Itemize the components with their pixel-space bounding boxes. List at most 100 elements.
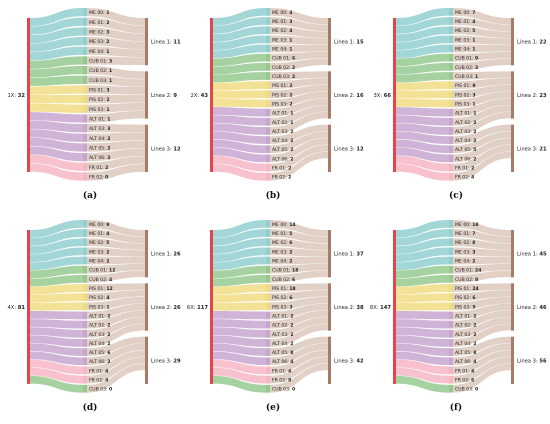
node-alt-05 <box>266 348 270 356</box>
node-me-04 <box>83 256 87 265</box>
node-alt-01-label: ALT 01: 1 <box>89 116 110 122</box>
flow-alt-04-to-line-3 <box>270 124 328 144</box>
node-me-01-label: ME 01: 5 <box>272 231 292 237</box>
flow-alt-05-to-line-3 <box>87 140 145 152</box>
node-pis-01-value: 18 <box>289 285 295 291</box>
line-bar-3 <box>145 336 148 384</box>
flow-pis-02-to-line-2 <box>270 290 328 302</box>
flow-alt-02-to-line-2 <box>453 105 511 126</box>
node-me-04-name: ME 04: <box>89 258 106 264</box>
flow-alt-02-to-line-2 <box>270 310 328 329</box>
node-alt-01-name: ALT 01: <box>455 110 473 116</box>
flow-cub-01-to-line-1 <box>270 51 328 62</box>
node-alt-02-label: ALT 02: 1 <box>272 119 293 125</box>
flow-me-03-to-line-1 <box>87 37 145 50</box>
node-me-04-value: 1 <box>106 48 109 54</box>
node-me-03-name: ME 03: <box>272 37 289 43</box>
node-alt-06 <box>266 357 270 366</box>
node-alt-01-name: ALT 01: <box>272 110 290 116</box>
flow-me-03-to-line-1 <box>87 247 145 257</box>
node-cub-01-name: CUB 01: <box>455 267 475 273</box>
flow-source-to-me-03 <box>213 247 266 263</box>
line-3-name: Linea 3: <box>334 358 356 364</box>
flow-me-02-to-line-1 <box>270 238 328 250</box>
node-me-03 <box>266 35 270 44</box>
node-pis-01-name: PIS 01: <box>455 83 472 89</box>
node-pis-01-label: PIS 01: 24 <box>455 285 479 291</box>
node-me-04 <box>449 44 453 53</box>
node-me-01 <box>83 229 87 237</box>
source-name: 1X: <box>8 93 18 99</box>
flow-source-to-cub-02 <box>213 62 266 75</box>
node-me-01-value: 4 <box>106 231 109 237</box>
node-pis-01-value: 3 <box>106 87 109 93</box>
flow-source-to-cub-02 <box>30 274 83 287</box>
node-pis-02-value: 4 <box>106 295 109 301</box>
flow-fr-01-to-line-3 <box>453 350 511 375</box>
node-alt-06-value: 2 <box>473 156 476 162</box>
node-me-02 <box>266 238 270 247</box>
node-me-03 <box>83 247 87 256</box>
node-alt-02 <box>449 320 453 329</box>
node-pis-01-name: PIS 01: <box>272 285 289 291</box>
node-me-04 <box>83 46 87 55</box>
node-cub-01-name: CUB 01: <box>89 58 109 64</box>
flow-fr-01-to-line-3 <box>270 144 328 172</box>
node-me-03-value: 2 <box>106 249 109 255</box>
flow-source-to-cub-03 <box>213 72 266 83</box>
line-2-name: Linea 2: <box>151 305 173 311</box>
node-me-04-value: 2 <box>106 258 109 264</box>
node-cub-01-value: 9 <box>475 55 478 61</box>
flow-me-00-to-line-1 <box>270 8 328 25</box>
source-label: 1X: 32 <box>8 93 26 99</box>
flow-source-to-cub-03 <box>213 375 266 393</box>
node-me-00-value: 18 <box>472 221 478 227</box>
node-cub-02 <box>83 66 87 75</box>
line-bar-2 <box>145 71 148 119</box>
node-pis-03-name: PIS 03: <box>455 304 472 310</box>
node-cub-02-value: 4 <box>109 276 112 282</box>
node-alt-06-name: ALT 06: <box>455 156 473 162</box>
node-fr-02-value: 4 <box>105 377 108 383</box>
flow-alt-02-to-line-2 <box>270 105 328 126</box>
flow-source-to-alt-06 <box>213 147 266 163</box>
node-me-01-name: ME 01: <box>455 231 472 237</box>
node-fr-01-label: FR 01: 2 <box>455 165 474 171</box>
node-me-00-value: 4 <box>289 9 292 15</box>
node-me-01-label: ME 01: 4 <box>89 231 109 237</box>
node-alt-05-label: ALT 05: 2 <box>89 145 110 151</box>
node-fr-01 <box>449 163 453 172</box>
node-pis-03-value: 5 <box>472 304 475 310</box>
node-fr-02 <box>83 375 87 384</box>
flow-me-04-to-line-1 <box>453 44 511 53</box>
node-me-04 <box>449 256 453 265</box>
node-pis-03-label: PIS 03: 1 <box>89 106 110 112</box>
node-cub-02-name: CUB 02: <box>89 276 109 282</box>
source-value: 147 <box>380 305 391 311</box>
flow-source-to-alt-02 <box>213 319 266 329</box>
node-pis-01 <box>83 85 87 94</box>
line-3-label: Linea 3: 21 <box>517 146 547 152</box>
node-me-02-label: ME 02: 8 <box>455 240 475 246</box>
flow-alt-04-to-line-2 <box>270 323 328 347</box>
node-me-04-value: 1 <box>289 46 292 52</box>
node-cub-03-value: 0 <box>475 386 478 392</box>
node-alt-01-value: 2 <box>107 313 110 319</box>
node-alt-04-value: 2 <box>107 135 110 141</box>
flow-source-to-alt-01 <box>30 112 83 123</box>
node-fr-01-value: 2 <box>105 164 108 170</box>
flow-fr-02-to-line-3 <box>87 164 145 181</box>
node-alt-02-name: ALT 02: <box>272 119 290 125</box>
node-alt-04 <box>266 136 270 144</box>
node-cub-02 <box>266 274 270 283</box>
flow-me-02-to-line-1 <box>453 238 511 250</box>
source-value: 81 <box>18 305 26 311</box>
node-me-01-value: 3 <box>289 19 292 25</box>
node-pis-02 <box>449 90 453 99</box>
flow-source-to-pis-01 <box>30 85 83 95</box>
flow-source-to-cub-03 <box>396 375 449 393</box>
flow-source-to-me-04 <box>30 256 83 271</box>
node-fr-02 <box>449 375 453 384</box>
